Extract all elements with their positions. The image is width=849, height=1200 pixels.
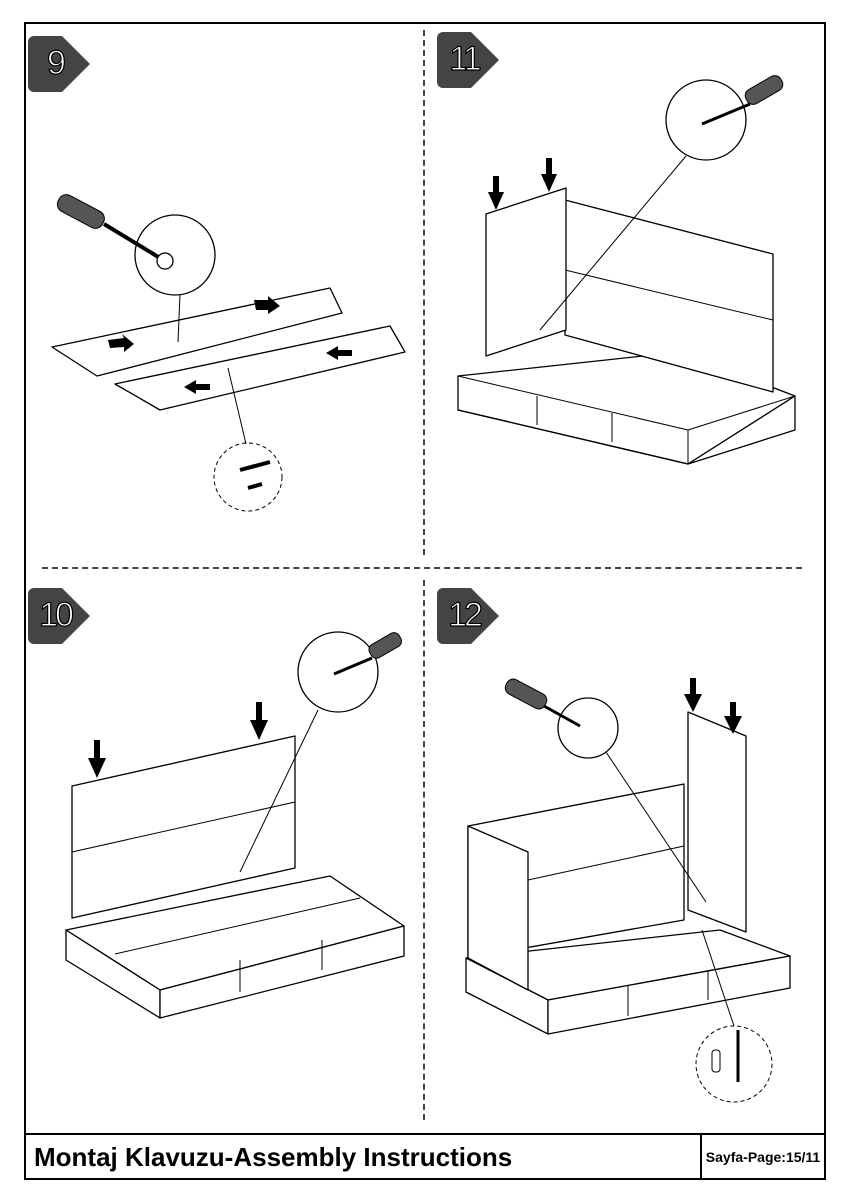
arrow-down-icon [250,702,268,740]
step-number: 10 [38,595,74,634]
divider-horizontal [42,567,802,569]
dowel-detail [213,442,283,512]
screwdriver-icon [701,75,784,126]
magnifier-detail [134,214,216,296]
magnifier-detail [665,79,747,161]
arrow-icon [326,346,352,360]
screwdriver-icon [56,194,162,260]
arrow-down-icon [541,158,557,192]
arrow-icon [254,296,280,314]
divider-vertical-bottom [423,580,425,1120]
cam-bolt-detail [695,1025,773,1103]
step-badge-10: 10 [28,588,92,652]
step-badge-12: 12 [437,588,501,652]
screwdriver-icon [333,632,403,676]
step-number: 9 [46,43,66,82]
arrow-icon [184,380,210,394]
step-number: 11 [449,39,482,78]
arrow-down-icon [724,702,742,734]
step-number: 12 [447,595,483,634]
arrow-down-icon [488,176,504,210]
arrow-down-icon [684,678,702,712]
magnifier-detail [557,697,619,759]
dowel-icon [239,460,271,472]
arrow-icon [108,334,134,352]
footer-bar: Montaj Klavuzu-Assembly Instructions Say… [24,1133,826,1180]
screwdriver-icon [504,678,581,728]
divider-vertical-top [423,30,425,555]
step-badge-11: 11 [437,32,501,96]
footer-page-number: Sayfa-Page:15/11 [700,1135,824,1178]
step-badge-9: 9 [28,36,92,100]
arrow-down-icon [88,740,106,778]
footer-title: Montaj Klavuzu-Assembly Instructions [34,1142,513,1172]
